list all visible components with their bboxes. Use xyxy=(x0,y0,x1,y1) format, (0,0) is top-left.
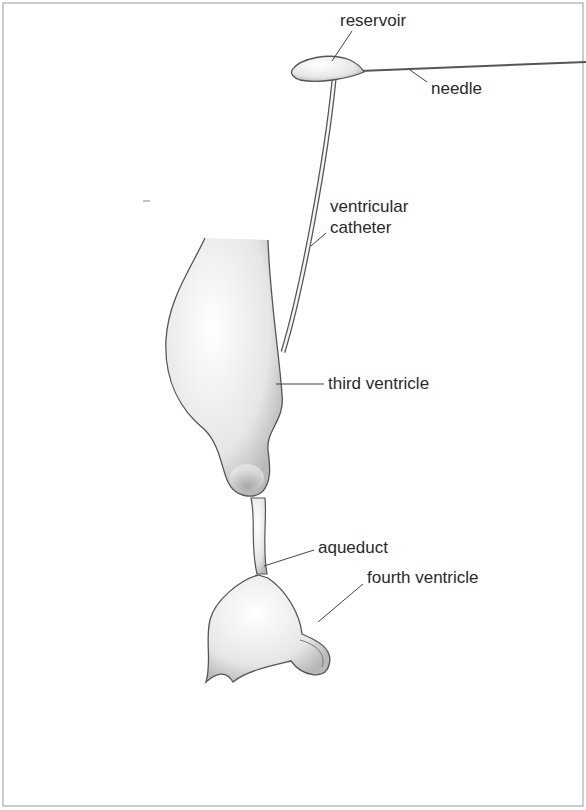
part-label: fourth ventricle xyxy=(367,567,479,588)
part-label: reservoir xyxy=(340,10,406,31)
reservoir-dome xyxy=(291,56,364,81)
leader-line xyxy=(276,384,324,385)
third-ventricle-shape xyxy=(166,238,282,496)
leader-line xyxy=(264,550,314,566)
frame xyxy=(3,3,583,806)
fourth-ventricle-recess xyxy=(300,640,323,667)
part-label: ventricular catheter xyxy=(330,196,430,238)
third-ventricle-shadow xyxy=(230,464,264,492)
part-label: needle xyxy=(431,78,482,99)
leader-line xyxy=(410,70,427,82)
needle-shaft xyxy=(360,62,586,71)
stray-mark xyxy=(143,201,150,202)
fourth-ventricle-shape xyxy=(206,575,330,682)
leader-line xyxy=(311,233,326,246)
part-label: third ventricle xyxy=(328,373,429,394)
catheter-tube xyxy=(283,80,334,352)
leader-line xyxy=(318,584,363,622)
part-label: aqueduct xyxy=(318,537,388,558)
catheter-lumen xyxy=(283,80,334,352)
aqueduct-tube xyxy=(251,498,267,574)
leader-line xyxy=(332,31,352,61)
